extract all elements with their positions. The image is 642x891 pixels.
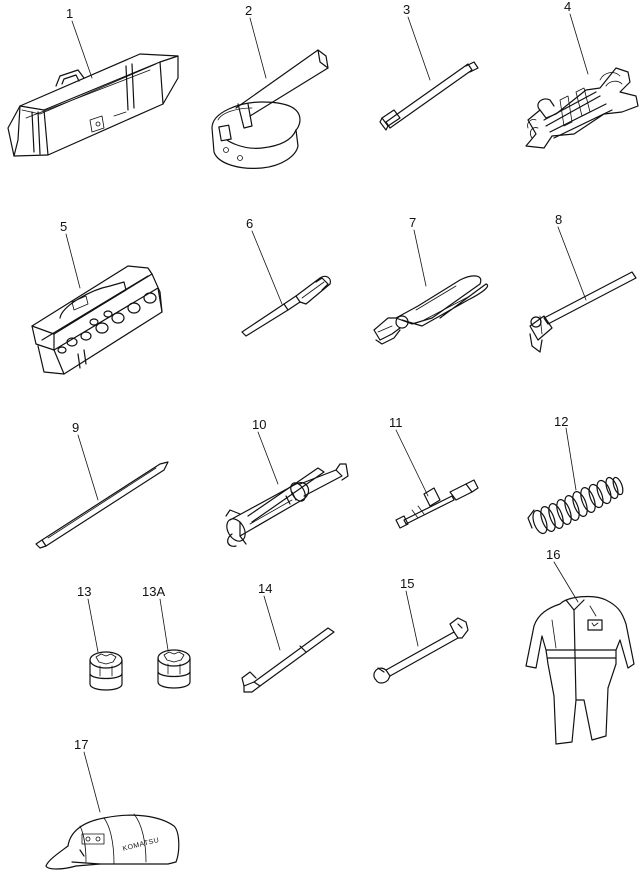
pry-bar-icon	[35, 434, 169, 549]
part-label-6: 6	[246, 216, 254, 231]
part-label-4: 4	[564, 0, 572, 14]
part-label-9: 9	[72, 420, 80, 435]
part-label-10: 10	[252, 417, 267, 432]
part-label-1: 1	[66, 6, 74, 21]
part-label-12: 12	[554, 414, 569, 429]
part-label-17: 17	[74, 737, 89, 752]
screwdriver-icon	[241, 230, 331, 337]
extension-bar-icon	[379, 16, 479, 131]
part-label-15: 15	[400, 576, 415, 591]
part-label-7: 7	[409, 215, 417, 230]
socket-icon	[87, 598, 123, 691]
part-label-5: 5	[60, 219, 68, 234]
part-label-16: 16	[546, 547, 561, 562]
cap-icon	[45, 751, 180, 870]
l-wrench-icon	[241, 595, 335, 693]
part-label-14: 14	[258, 581, 273, 596]
part-label-2: 2	[245, 3, 253, 18]
tool-bag-icon	[7, 20, 179, 157]
hammer-icon	[529, 226, 637, 353]
pliers-icon	[373, 229, 489, 345]
filter-wrench-icon	[211, 17, 329, 169]
open-end-wrench-icon	[373, 590, 469, 684]
part-label-13a: 13A	[142, 584, 166, 599]
grease-gun-icon	[225, 431, 349, 547]
socket-icon	[157, 598, 191, 689]
part-label-3: 3	[403, 2, 411, 17]
socket-set-case-icon	[31, 233, 163, 375]
wrench-set-icon	[525, 13, 639, 149]
grease-nozzle-icon	[395, 429, 479, 529]
part-label-13: 13	[77, 584, 92, 599]
part-label-11: 11	[389, 415, 403, 430]
grease-hose-icon	[527, 427, 624, 535]
part-label-8: 8	[555, 212, 563, 227]
coveralls-icon	[525, 561, 635, 745]
